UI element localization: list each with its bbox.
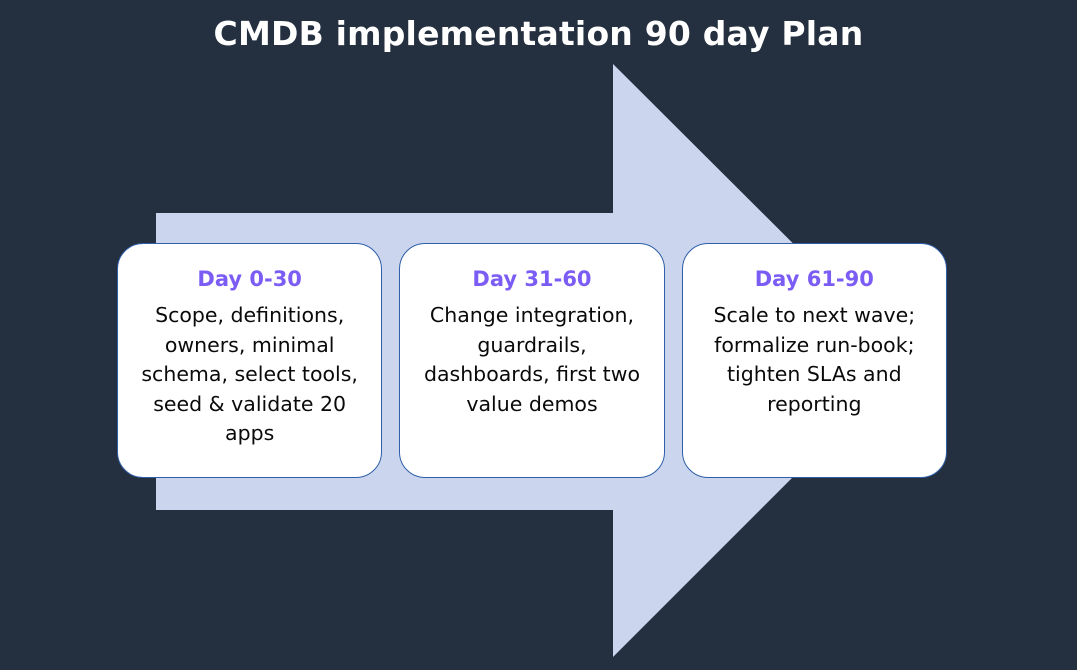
phase-card-day-0-30[interactable]: Day 0-30 Scope, definitions, owners, min…: [117, 243, 383, 478]
phase-card-heading: Day 61-90: [754, 267, 874, 291]
phase-card-day-61-90[interactable]: Day 61-90 Scale to next wave; formalize …: [681, 243, 947, 478]
phase-card-body: Change integration, guardrails, dashboar…: [423, 303, 641, 416]
phase-card-row: Day 0-30 Scope, definitions, owners, min…: [117, 243, 947, 478]
phase-card-body: Scope, definitions, owners, minimal sche…: [141, 303, 358, 445]
page-title: CMDB implementation 90 day Plan: [213, 14, 864, 53]
phase-card-day-31-60[interactable]: Day 31-60 Change integration, guardrails…: [399, 243, 665, 478]
phase-card-body: Scale to next wave; formalize run-book; …: [713, 303, 916, 416]
phase-card-heading: Day 0-30: [197, 267, 302, 291]
phase-card-heading: Day 31-60: [472, 267, 592, 291]
